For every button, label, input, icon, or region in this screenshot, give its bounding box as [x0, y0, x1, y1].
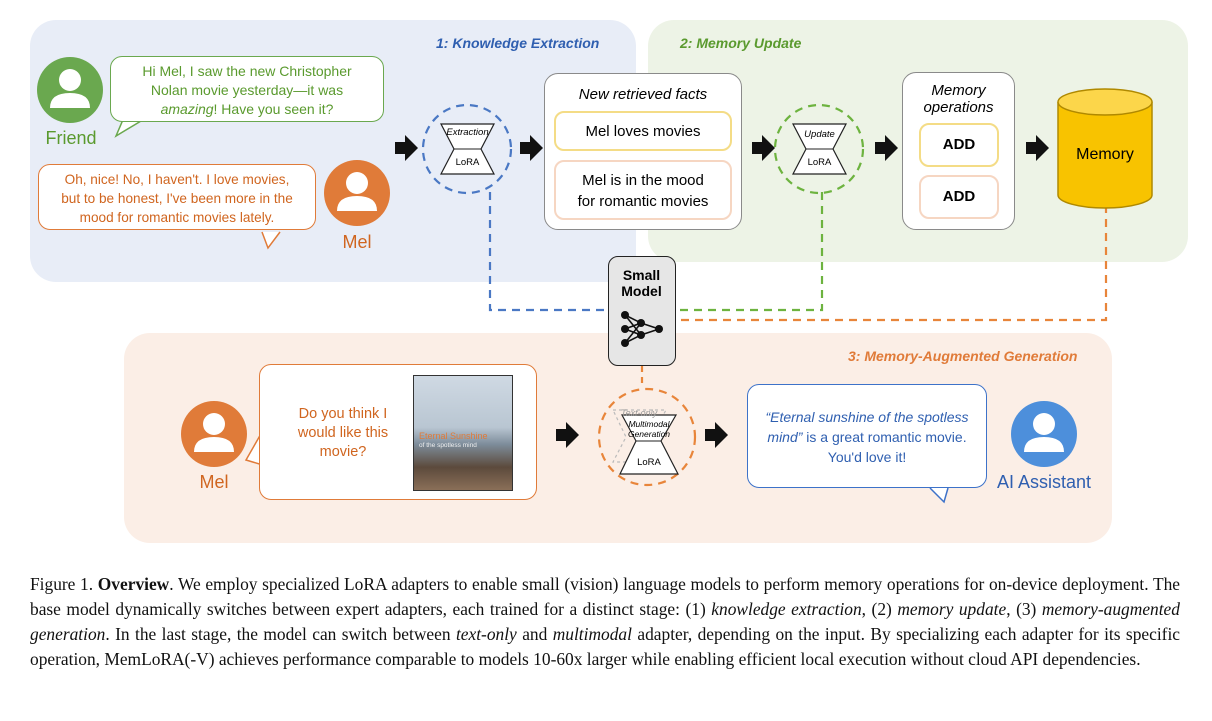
fact-item: Mel loves movies — [554, 111, 732, 151]
extraction-adapter — [421, 103, 513, 195]
extraction-to-model-connector — [488, 192, 608, 312]
fact-line: for romantic movies — [577, 193, 709, 210]
facts-title: New retrieved facts — [578, 86, 708, 103]
caption-term: memory update — [897, 599, 1007, 619]
person-avatar-icon — [37, 57, 103, 123]
extraction-adapter-label: Extraction — [446, 127, 489, 138]
answer-line: “Eternal sunshine of the spotless — [748, 407, 986, 427]
caption-text: and — [516, 624, 553, 644]
memory-label: Memory — [1076, 146, 1134, 163]
caption-text: . In the last stage, the model can switc… — [105, 624, 456, 644]
person-avatar-icon — [1011, 401, 1077, 467]
mel-message-line: mood for romantic movies lately. — [79, 210, 275, 225]
generation-lora-label: LoRA — [637, 457, 661, 468]
mel-label: Mel — [342, 232, 372, 252]
mel-message-line: but to be honest, I've been more in the — [61, 191, 293, 206]
neural-network-icon — [621, 311, 663, 347]
caption-text: . We employ specialized LoRA adapters to… — [30, 574, 1180, 619]
right-arrow-icon — [705, 422, 728, 448]
query-line: would like this — [297, 425, 389, 441]
right-arrow-icon — [556, 422, 579, 448]
assistant-label: AI Assistant — [996, 472, 1092, 492]
mel-message-bubble: Oh, nice! No, I haven't. I love movies, … — [38, 164, 316, 230]
emphasis-amazing: amazing — [160, 101, 214, 117]
caption-label: Figure 1. — [30, 574, 94, 594]
person-avatar-icon — [324, 160, 390, 226]
movie-poster-image: Eternal Sunshine of the spotless mind — [413, 375, 513, 491]
answer-line: You'd love it! — [827, 449, 907, 465]
mel-bubble-tail — [261, 231, 281, 250]
person-avatar-icon — [181, 401, 247, 467]
mel-label-generation: Mel — [199, 472, 229, 492]
memory-operations-box: Memory operations ADD ADD — [902, 72, 1015, 230]
update-adapter — [773, 103, 865, 195]
update-adapter-label: Update — [804, 129, 835, 140]
caption-text: , (3) — [1006, 599, 1042, 619]
right-arrow-icon — [395, 135, 418, 161]
small-model-label: Small Model — [609, 267, 674, 299]
answer-movie-title: “Eternal sunshine of the spotless — [765, 409, 969, 425]
answer-bubble-tail — [929, 487, 949, 504]
update-section-title: 2: Memory Update — [680, 35, 802, 51]
query-line: movie? — [319, 444, 367, 460]
friend-message-line: amazing! Have you seen it? — [111, 100, 383, 119]
answer-movie-title-end: mind” — [767, 429, 803, 445]
operation-add-1: ADD — [919, 123, 999, 167]
caption-term: multimodal — [552, 624, 632, 644]
friend-message-bubble: Hi Mel, I saw the new Christopher Nolan … — [110, 56, 384, 122]
query-line: Do you think I — [298, 406, 388, 422]
friend-message-line: Hi Mel, I saw the new Christopher — [142, 63, 352, 79]
operations-title: Memory operations — [903, 82, 1014, 116]
answer-line: mind” is a great romantic movie. — [748, 427, 986, 447]
answer-rest: is a great romantic movie. — [802, 429, 967, 445]
caption-term: text-only — [455, 624, 517, 644]
database-cylinder-icon — [1057, 88, 1153, 209]
friend-message-line: Nolan movie yesterday—it was — [150, 82, 344, 98]
right-arrow-icon — [1026, 135, 1049, 161]
memory-to-model-connector — [676, 205, 1108, 322]
generation-section-title: 3: Memory-Augmented Generation — [848, 348, 1078, 364]
operations-title-line: Memory — [931, 82, 986, 99]
fact-line: Mel is in the mood — [582, 172, 704, 189]
operation-add-2: ADD — [919, 175, 999, 219]
multimodal-label-line: Multimodal — [628, 419, 670, 429]
retrieved-facts-box: New retrieved facts Mel loves movies Mel… — [544, 73, 742, 230]
multimodal-label-line: Generation — [627, 429, 671, 439]
query-text: Do you think I would like this movie? — [276, 405, 410, 462]
multimodal-adapter-label: Multimodal Generation — [620, 419, 678, 439]
fact-item: Mel is in the mood for romantic movies — [554, 160, 732, 220]
update-lora-label: LoRA — [807, 157, 832, 168]
generation-adapter — [597, 387, 697, 487]
caption-term: memory-augmented generation — [30, 599, 1180, 644]
text-only-adapter-label: Text-only — [620, 408, 658, 418]
query-message-bubble: Do you think I would like this movie? Et… — [259, 364, 537, 500]
right-arrow-icon — [520, 135, 543, 161]
caption-text: adapter, depending on the input. By spec… — [30, 624, 1180, 669]
flow-arrows — [395, 135, 1049, 448]
right-arrow-icon — [875, 135, 898, 161]
operations-title-line: operations — [923, 99, 994, 116]
extraction-section-title: 1: Knowledge Extraction — [436, 35, 600, 51]
friend-label: Friend — [45, 128, 97, 148]
friend-message-rest: ! Have you seen it? — [213, 101, 334, 117]
diagram-connectors — [37, 57, 1153, 504]
extraction-lora-label: LoRA — [455, 157, 480, 168]
caption-term: knowledge extraction — [711, 599, 862, 619]
mel-message-line: Oh, nice! No, I haven't. I love movies, — [64, 172, 290, 187]
small-model-line: Small — [622, 267, 661, 283]
poster-title: Eternal Sunshine of the spotless mind — [419, 431, 509, 451]
poster-title-line: Eternal Sunshine — [419, 431, 488, 441]
answer-message-bubble: “Eternal sunshine of the spotless mind” … — [747, 384, 987, 488]
poster-title-line: of the spotless mind — [419, 442, 477, 449]
small-model-block: Small Model — [608, 256, 676, 366]
caption-heading: Overview — [97, 574, 170, 594]
right-arrow-icon — [752, 135, 775, 161]
figure-caption: Figure 1. Overview. We employ specialize… — [30, 572, 1180, 672]
caption-text: , (2) — [861, 599, 898, 619]
small-model-line: Model — [621, 283, 662, 299]
update-to-model-connector — [676, 192, 824, 312]
